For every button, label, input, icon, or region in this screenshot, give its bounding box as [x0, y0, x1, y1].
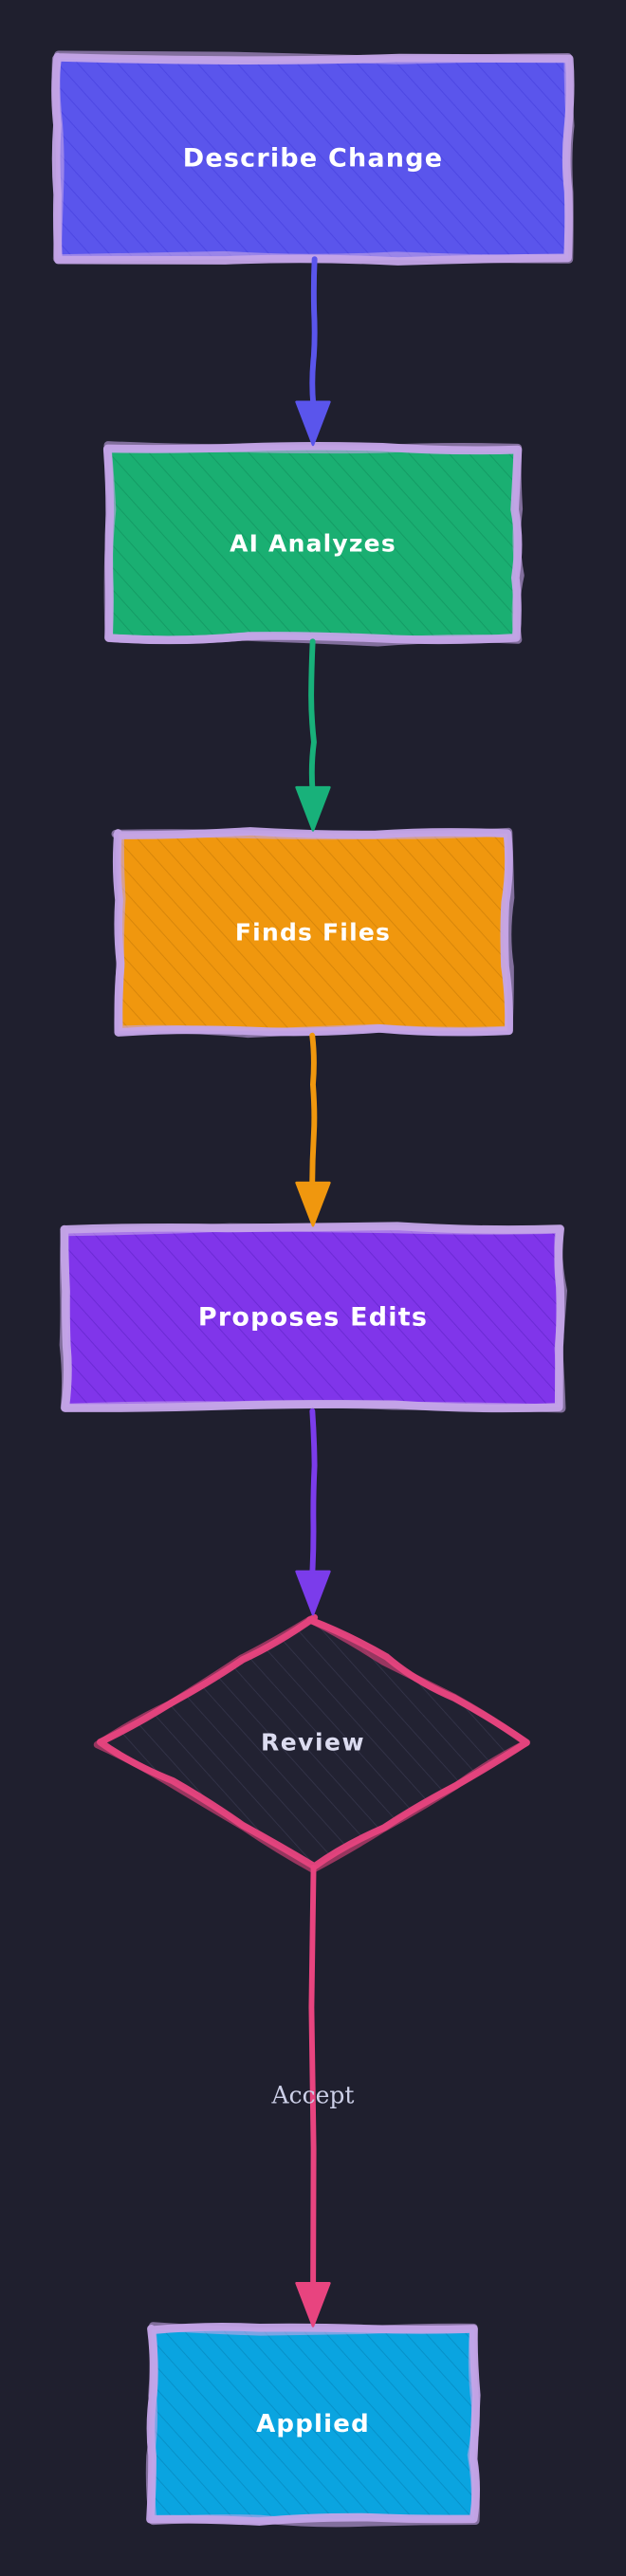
edge-line	[309, 1408, 318, 1578]
node-outline	[103, 441, 525, 647]
edge-describe-to-analyzes	[295, 256, 331, 447]
node-proposes[interactable]	[59, 1222, 568, 1413]
node-outline	[59, 1223, 568, 1413]
edge-analyzes-to-finds	[295, 638, 331, 832]
node-hatch	[108, 448, 518, 639]
edge-arrowhead	[295, 400, 331, 447]
node-hatch	[57, 57, 569, 259]
node-outline	[51, 50, 575, 264]
edge-line	[308, 638, 317, 794]
node-hatch	[119, 833, 507, 1032]
edge-review-to-applied	[295, 1865, 331, 2328]
node-review[interactable]	[93, 1613, 530, 1873]
node-finds[interactable]	[111, 827, 515, 1039]
edge-arrowhead	[295, 2281, 331, 2328]
node-hatch	[65, 1228, 561, 1408]
node-hatch	[99, 1617, 527, 1868]
node-outline	[145, 2322, 480, 2528]
edge-proposes-to-review	[295, 1408, 331, 1616]
edge-arrowhead	[295, 1570, 331, 1616]
edge-line	[308, 1865, 317, 2290]
node-hatch	[151, 2328, 475, 2521]
edge-line	[309, 256, 318, 408]
node-describe[interactable]	[51, 50, 575, 266]
edge-finds-to-proposes	[295, 1032, 331, 1227]
edge-line	[309, 1032, 318, 1190]
node-outline	[111, 827, 515, 1039]
node-applied[interactable]	[145, 2322, 481, 2528]
node-analyzes[interactable]	[102, 441, 525, 647]
edge-arrowhead	[295, 1181, 331, 1227]
edge-arrowhead	[295, 785, 331, 832]
